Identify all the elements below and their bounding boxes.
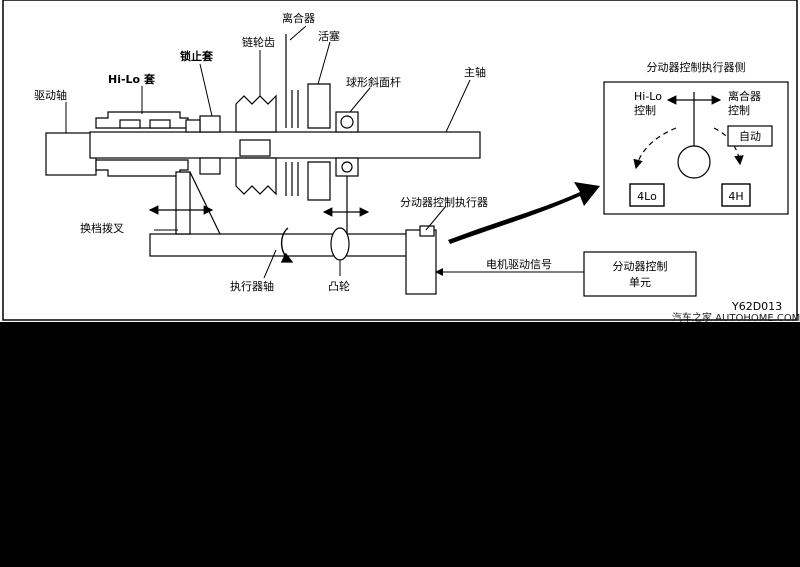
sprocket: [235, 94, 277, 196]
figure-code: Y62D013: [731, 300, 782, 313]
inset-arrow-4lo: [633, 127, 677, 170]
main-shaft: [89, 131, 481, 159]
leader-lines: [65, 25, 584, 279]
inset-arrow-4h: [713, 127, 744, 166]
shift-fork-arm: [175, 171, 191, 235]
label-piston: 活塞: [318, 29, 340, 43]
control-unit-line1: 分动器控制: [613, 259, 668, 273]
transfer-actuator-box: [405, 229, 437, 295]
label-transfer-actuator: 分动器控制执行器: [400, 195, 488, 209]
inset-auto: 自动: [739, 130, 761, 143]
inset-4lo: 4Lo: [637, 190, 657, 203]
cam: [330, 227, 350, 261]
paper-border: [2, 0, 798, 321]
inset-hilo-line2: 控制: [634, 103, 656, 117]
label-cam: 凸轮: [328, 279, 350, 293]
inset-4h: 4H: [728, 190, 743, 203]
clutch-pack: [285, 34, 299, 196]
inset-4lo-box: [629, 183, 665, 207]
drive-shaft: [45, 132, 97, 176]
rotation-arrow: [280, 227, 294, 263]
label-shift-fork: 换档拨叉: [80, 221, 124, 235]
inset-hilo-line1: Hi-Lo: [634, 90, 662, 103]
label-actuator-shaft: 执行器轴: [230, 279, 274, 293]
shaft-assembly: [45, 131, 481, 176]
inset-clutch-line2: 控制: [728, 103, 750, 117]
inset-title: 分动器控制执行器侧: [647, 60, 746, 74]
shaft-spline: [239, 139, 271, 157]
label-drive-shaft: 驱动轴: [34, 88, 67, 102]
inset-clutch-line1: 离合器: [728, 89, 761, 103]
label-clutch: 离合器: [282, 11, 315, 25]
watermark: 汽车之家 AUTOHOME.COM.CN: [672, 311, 800, 324]
callout-arrow: [448, 182, 600, 244]
lock-sleeve: [185, 115, 221, 175]
inset-auto-box: [727, 125, 773, 147]
label-motor-signal: 电机驱动信号: [486, 257, 552, 271]
label-ball-ramp: 球形斜面杆: [346, 75, 401, 89]
label-sprocket: 链轮齿: [242, 35, 275, 49]
piston: [307, 83, 331, 201]
inset-4h-box: [721, 183, 751, 207]
inset-cam-circle: [677, 145, 711, 179]
ball-ramp: [335, 111, 359, 236]
label-lock-sleeve: 锁止套: [180, 49, 214, 63]
label-hilo-sleeve: Hi-Lo 套: [108, 72, 156, 86]
control-unit-line2: 单元: [629, 276, 651, 289]
label-main-shaft: 主轴: [464, 65, 486, 79]
control-unit-box: [583, 251, 697, 297]
